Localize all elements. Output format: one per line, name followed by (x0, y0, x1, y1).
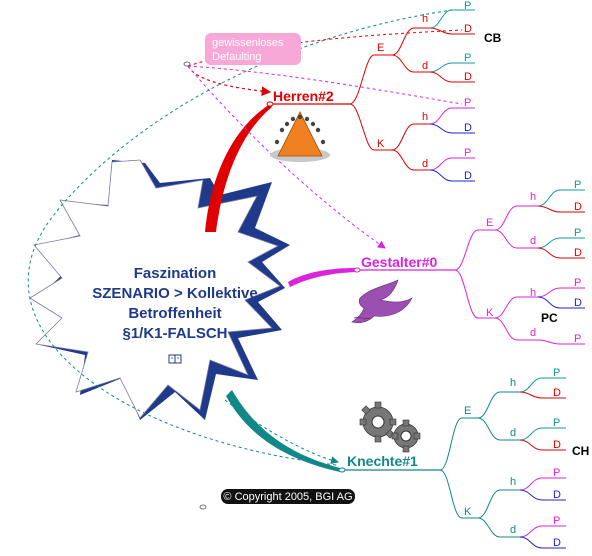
link-origin-dot-bottom (199, 504, 207, 510)
star-body (29, 159, 281, 419)
gestalter-kd-p: P (574, 333, 581, 345)
herren-eh-d: D (464, 23, 472, 35)
tag-ch: CH (572, 444, 589, 458)
topic-knechte[interactable]: Knechte#1 (347, 453, 418, 469)
herren-k-d: d (422, 158, 428, 170)
knechte-k-h: h (510, 476, 516, 488)
topic-gestalter[interactable]: Gestalter#0 (361, 254, 437, 270)
gestalter-k-d: d (530, 327, 536, 339)
tag-cb: CB (484, 31, 502, 45)
center-line-4: §1/K1-FALSCH (122, 325, 227, 342)
knechte-k: K (464, 506, 472, 518)
book-icon[interactable] (168, 354, 182, 364)
herren-k-h: h (422, 111, 428, 123)
branch-knechte: Knechte#1 E K h d h d P D P D P D P D CH (338, 367, 589, 549)
gestalter-e: E (486, 217, 493, 229)
connector-knechte (226, 390, 340, 472)
branch-gestalter: Gestalter#0 E K h d h d P D P D P D P PC (353, 179, 585, 345)
topic-herren[interactable]: Herren#2 (273, 88, 334, 104)
knechte-ed-p: P (553, 417, 560, 429)
gestalter-ed-p: P (574, 227, 581, 239)
branch-herren: Herren#2 E K h d h d P D P D P D P D CB (266, 0, 502, 182)
knechte-e-h: h (510, 377, 516, 389)
herren-k: K (377, 138, 385, 150)
gestalter-k: K (486, 307, 494, 319)
gestalter-eh-p: P (574, 179, 581, 191)
callout-line-2: Defaulting (212, 51, 262, 63)
gestalter-e-d: d (530, 235, 536, 247)
gestalter-e-h: h (530, 191, 536, 203)
herren-kd-d: D (464, 170, 472, 182)
connector-gestalter (288, 268, 356, 287)
connector-herren (205, 104, 272, 232)
herren-eh-p: P (464, 0, 471, 12)
central-topic-star[interactable]: Faszination SZENARIO > Kollektive Betrof… (29, 159, 290, 420)
knechte-ed-d: D (553, 439, 561, 451)
herren-kh-p: P (464, 97, 471, 109)
knechte-kd-p: P (553, 515, 560, 527)
gestalter-kh-d: D (574, 297, 582, 309)
link-teal-to-knechte (224, 399, 339, 465)
dove-icon (351, 279, 413, 324)
link-defaulting-cb (187, 29, 463, 67)
gestalter-ed-d: D (574, 247, 582, 259)
gears-icon (359, 401, 421, 453)
copyright-text: © Copyright 2005, BGI AG (223, 491, 352, 503)
herren-e-h: h (422, 13, 428, 25)
knechte-eh-d: D (553, 387, 561, 399)
knechte-k-d: d (510, 524, 516, 536)
link-origin-dot (183, 61, 191, 67)
herren-ed-d: D (464, 71, 472, 83)
defaulting-callout[interactable]: gewissenloses Defaulting (205, 33, 301, 65)
gestalter-kh-p: P (574, 277, 581, 289)
link-defaulting-gestalter (187, 65, 386, 249)
callout-line-1: gewissenloses (212, 37, 284, 49)
herren-ed-p: P (464, 52, 471, 64)
crowd-cone-icon (270, 111, 330, 162)
knechte-e: E (464, 405, 471, 417)
herren-e: E (377, 42, 384, 54)
tag-pc: PC (541, 311, 558, 325)
gestalter-k-h: h (530, 287, 536, 299)
copyright-badge: © Copyright 2005, BGI AG (221, 489, 355, 504)
knechte-kd-d: D (553, 537, 561, 549)
center-line-2: SZENARIO > Kollektive (92, 285, 257, 302)
knechte-kh-d: D (553, 489, 561, 501)
knechte-kh-p: P (553, 467, 560, 479)
knechte-e-d: d (510, 427, 516, 439)
herren-kd-p: P (464, 147, 471, 159)
center-line-1: Faszination (134, 265, 217, 282)
herren-kh-d: D (464, 122, 472, 134)
center-line-3: Betroffenheit (128, 305, 221, 322)
herren-e-d: d (422, 60, 428, 72)
gestalter-eh-d: D (574, 201, 582, 213)
knechte-eh-p: P (553, 367, 560, 379)
